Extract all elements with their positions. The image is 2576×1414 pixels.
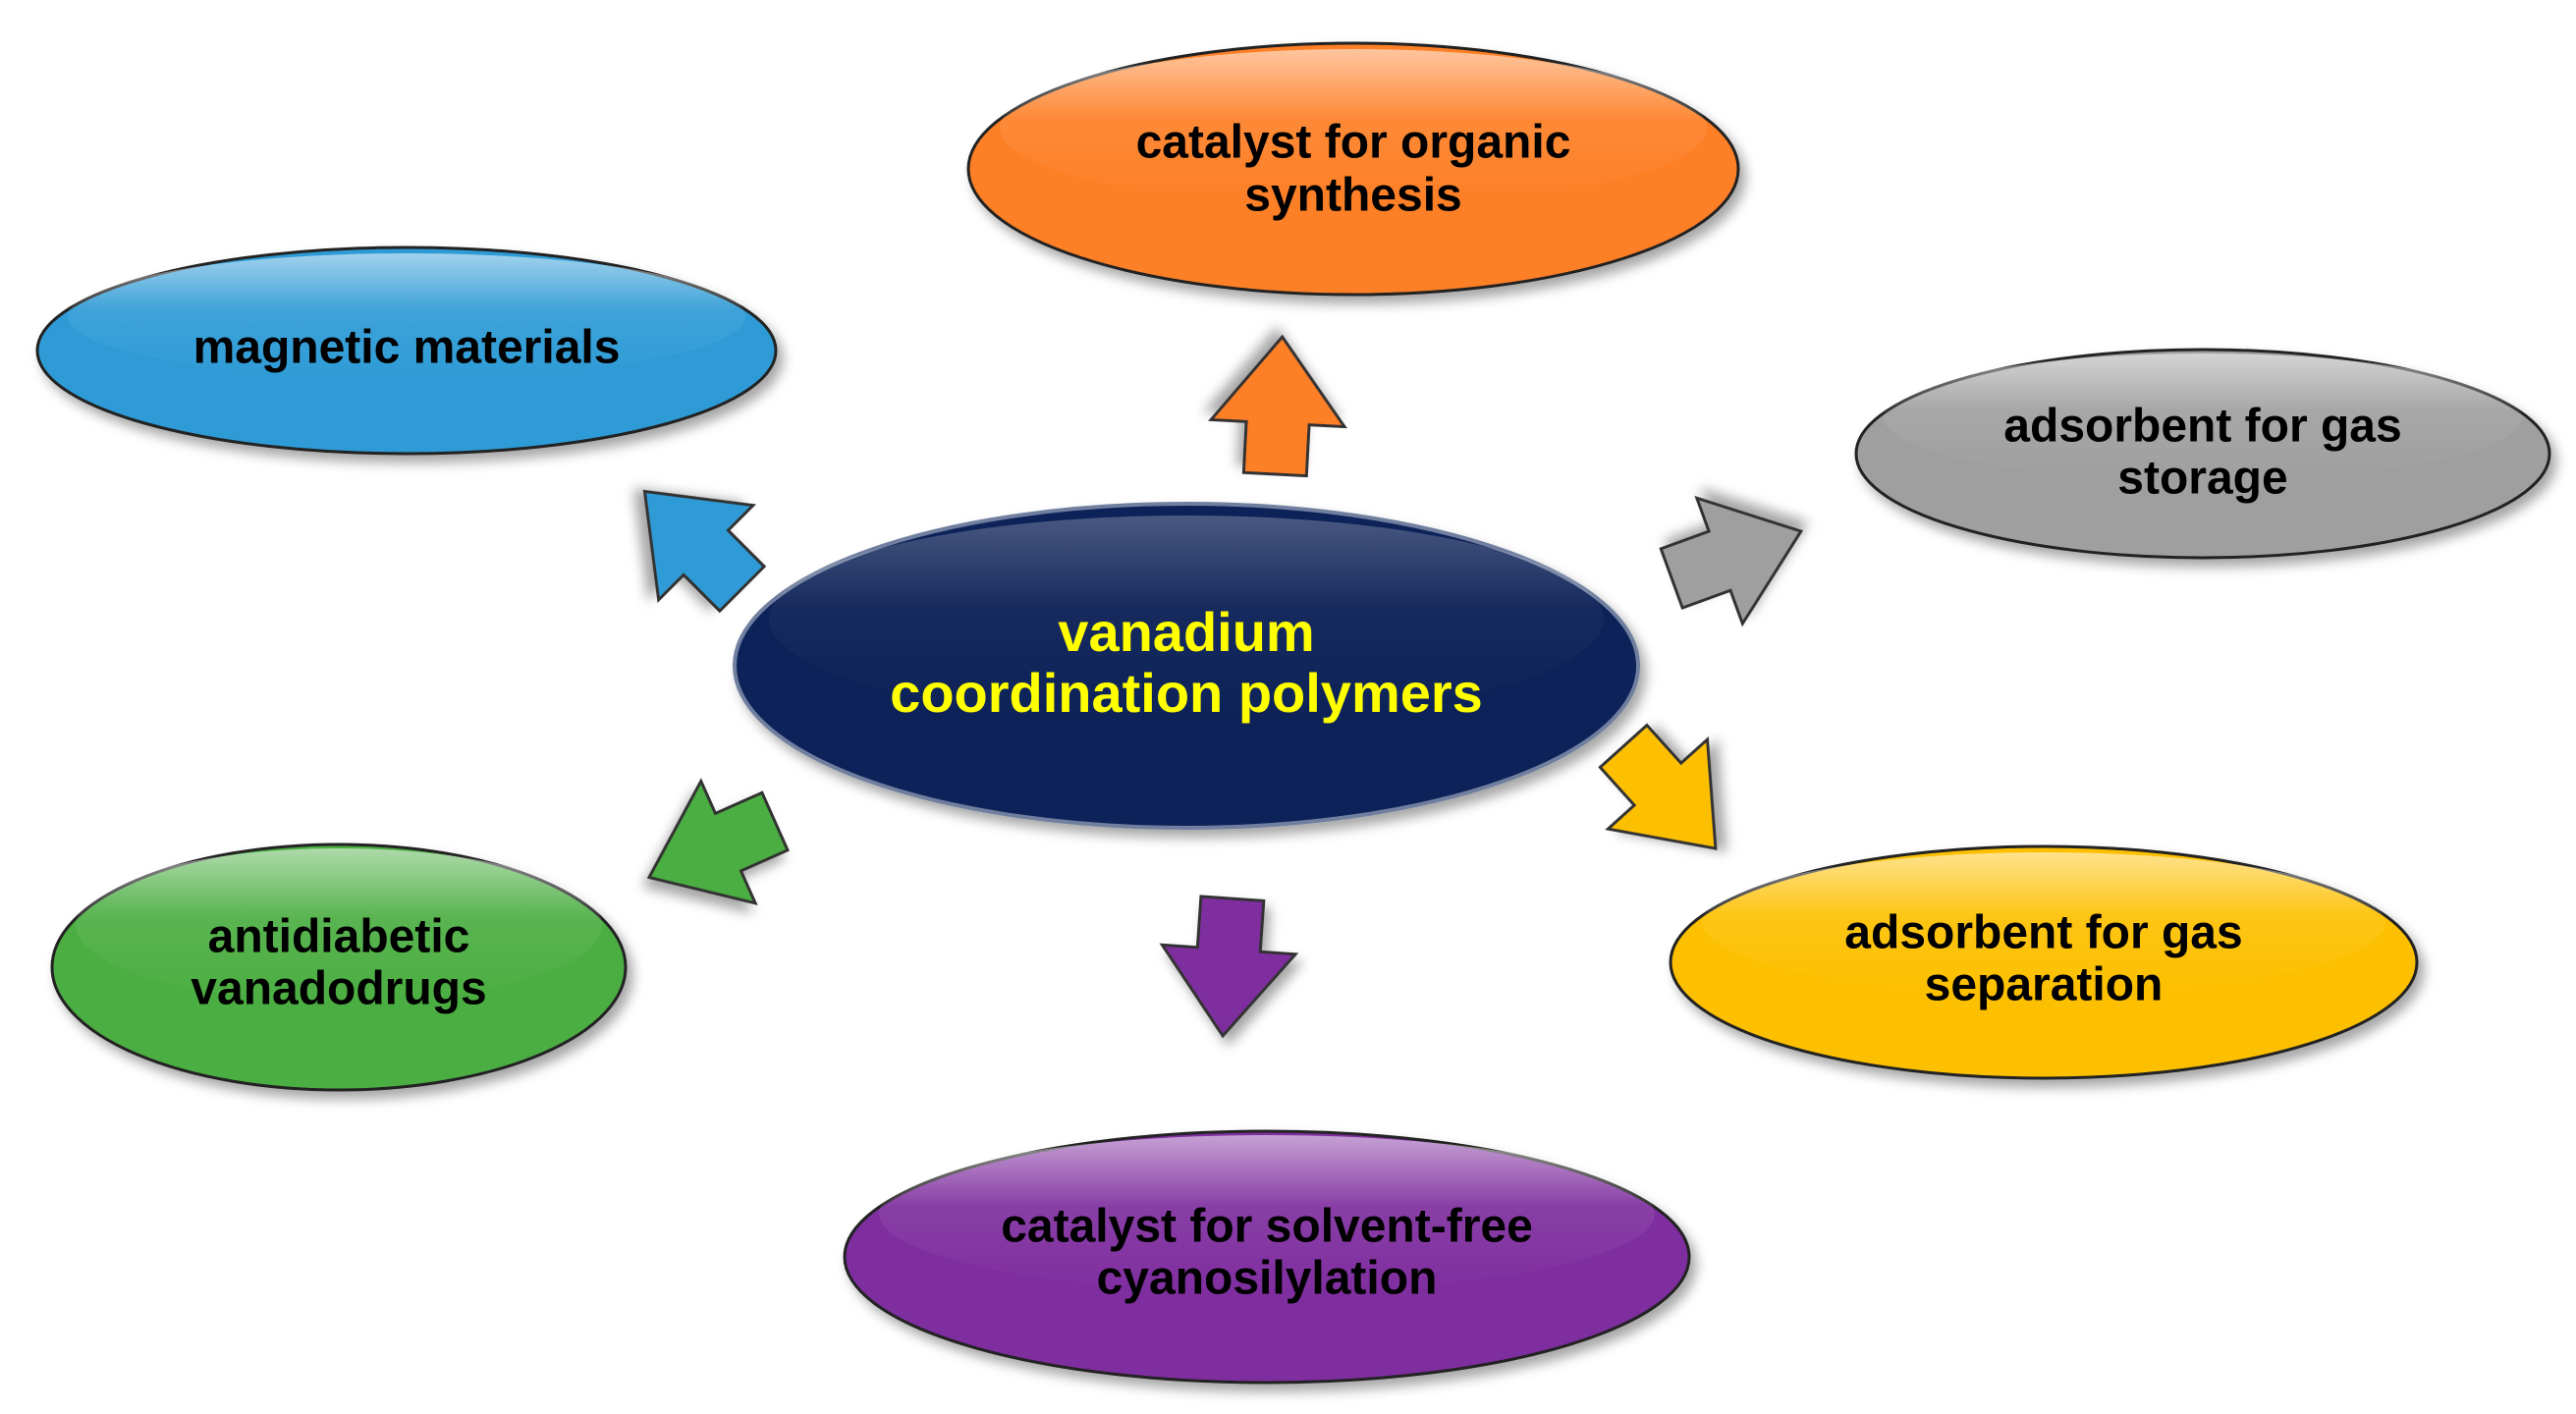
node-label-line1: adsorbent for gas — [1844, 907, 2242, 959]
node-label-line1: catalyst for solvent-free — [1001, 1201, 1533, 1253]
node-cyanosilylation: catalyst for solvent-free cyanosilylatio… — [843, 1129, 1691, 1385]
arrow-to-gas-separation — [1598, 723, 1718, 850]
arrow-to-gas-storage — [1659, 495, 1804, 627]
node-label-line2: synthesis — [1244, 170, 1461, 222]
arrows — [642, 334, 1804, 1039]
node-label-line1: magnetic materials — [193, 322, 621, 374]
node-label-line2: vanadodrugs — [191, 963, 486, 1015]
node-magnetic-materials: magnetic materials — [35, 245, 778, 456]
node-label-line1: antidiabetic — [208, 911, 470, 963]
arrow-to-antidiabetic — [646, 778, 790, 905]
arrow-to-cyanosilylation — [1159, 895, 1299, 1039]
arrow-to-magnetic-materials — [642, 489, 767, 614]
node-label-line1: catalyst for organic — [1136, 117, 1571, 169]
node-label-line2: storage — [2117, 453, 2287, 505]
node-organic-synthesis: catalyst for organic synthesis — [966, 41, 1740, 297]
center-node: vanadium coordination polymers — [733, 502, 1640, 830]
node-gas-separation: adsorbent for gas separation — [1669, 844, 2419, 1080]
node-label-line2: separation — [1925, 959, 2164, 1011]
node-antidiabetic: antidiabetic vanadodrugs — [50, 843, 628, 1092]
node-label-line2: cyanosilylation — [1097, 1253, 1438, 1305]
center-title-line2: coordination polymers — [890, 662, 1483, 724]
node-gas-storage: adsorbent for gas storage — [1854, 348, 2551, 560]
center-title-line1: vanadium — [1058, 601, 1314, 663]
arrow-to-organic-synthesis — [1208, 334, 1347, 478]
node-label-line1: adsorbent for gas — [2003, 401, 2401, 453]
